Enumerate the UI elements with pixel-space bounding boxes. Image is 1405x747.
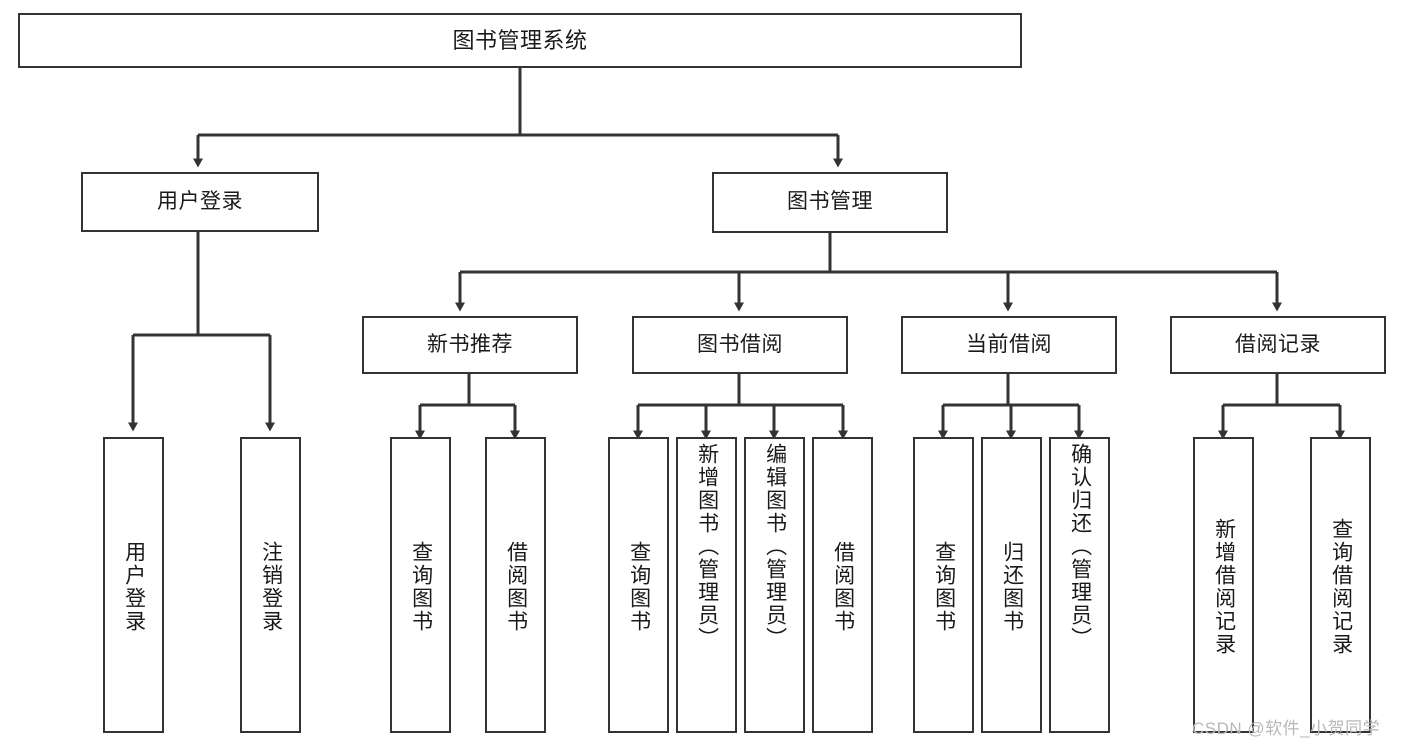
node-leaf-borrow-book-2-label: 借阅图书 xyxy=(831,541,855,633)
node-new-book-recommend[interactable]: 新书推荐 xyxy=(362,316,578,374)
node-borrow-record-label: 借阅记录 xyxy=(1235,332,1321,356)
node-current-borrow-label: 当前借阅 xyxy=(966,332,1052,356)
node-user-login[interactable]: 用户登录 xyxy=(81,172,319,232)
node-leaf-query-book-2-label: 查询图书 xyxy=(627,541,651,633)
node-leaf-query-record-label: 查询借阅记录 xyxy=(1329,518,1353,656)
node-leaf-logout-label: 注销登录 xyxy=(259,541,283,633)
node-borrow-record[interactable]: 借阅记录 xyxy=(1170,316,1386,374)
node-leaf-query-book-3-label: 查询图书 xyxy=(932,541,956,633)
node-book-borrow[interactable]: 图书借阅 xyxy=(632,316,848,374)
node-leaf-user-login-label: 用户登录 xyxy=(122,541,146,633)
node-leaf-return-book[interactable]: 归还图书 xyxy=(981,437,1042,733)
node-current-borrow[interactable]: 当前借阅 xyxy=(901,316,1117,374)
node-leaf-add-book-label: 新增图书（管理员） xyxy=(695,443,719,650)
node-root-label: 图书管理系统 xyxy=(452,27,588,53)
node-leaf-query-book-2[interactable]: 查询图书 xyxy=(608,437,669,733)
node-leaf-edit-book-label: 编辑图书（管理员） xyxy=(763,443,787,650)
csdn-watermark: CSDN @软件_小贺同学 xyxy=(1192,719,1381,738)
node-book-borrow-label: 图书借阅 xyxy=(697,332,783,356)
node-leaf-add-record-label: 新增借阅记录 xyxy=(1212,518,1236,656)
node-leaf-borrow-book-1[interactable]: 借阅图书 xyxy=(485,437,546,733)
node-leaf-logout[interactable]: 注销登录 xyxy=(240,437,301,733)
node-book-manage[interactable]: 图书管理 xyxy=(712,172,948,233)
node-leaf-borrow-book-2[interactable]: 借阅图书 xyxy=(812,437,873,733)
node-new-book-recommend-label: 新书推荐 xyxy=(427,332,513,356)
node-book-manage-label: 图书管理 xyxy=(787,190,873,214)
node-leaf-user-login[interactable]: 用户登录 xyxy=(103,437,164,733)
node-leaf-query-record[interactable]: 查询借阅记录 xyxy=(1310,437,1371,733)
node-leaf-edit-book[interactable]: 编辑图书（管理员） xyxy=(744,437,805,733)
node-leaf-query-book-3[interactable]: 查询图书 xyxy=(913,437,974,733)
node-leaf-add-record[interactable]: 新增借阅记录 xyxy=(1193,437,1254,733)
node-root[interactable]: 图书管理系统 xyxy=(18,13,1022,68)
node-leaf-query-book-1[interactable]: 查询图书 xyxy=(390,437,451,733)
node-leaf-query-book-1-label: 查询图书 xyxy=(409,541,433,633)
node-user-login-label: 用户登录 xyxy=(157,189,243,213)
node-leaf-confirm-return[interactable]: 确认归还（管理员） xyxy=(1049,437,1110,733)
node-leaf-borrow-book-1-label: 借阅图书 xyxy=(504,541,528,633)
node-leaf-return-book-label: 归还图书 xyxy=(1000,541,1024,633)
node-leaf-confirm-return-label: 确认归还（管理员） xyxy=(1068,443,1092,650)
node-leaf-add-book[interactable]: 新增图书（管理员） xyxy=(676,437,737,733)
